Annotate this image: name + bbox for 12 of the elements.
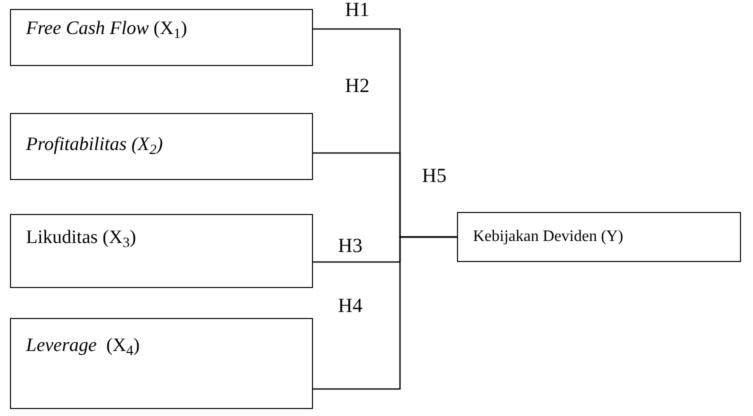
variable-box [457, 212, 741, 262]
variable-label: Likuditas (X$_{3}$) [26, 227, 138, 250]
variable-box [10, 9, 313, 66]
connector-line [313, 236, 457, 390]
variable-label: Profitabilitas (X$_{2}$) [26, 134, 164, 157]
variable-label: Kebijakan Deviden (Y) [473, 227, 624, 246]
variable-box [10, 214, 313, 288]
variable-box [10, 113, 313, 180]
hypothesis-label: H5 [422, 166, 446, 186]
variable-label: Leverage (X$_{4}$) [26, 335, 141, 358]
variable-label: Free Cash Flow (X$_{1}$) [26, 18, 188, 41]
variable-box [10, 318, 313, 409]
